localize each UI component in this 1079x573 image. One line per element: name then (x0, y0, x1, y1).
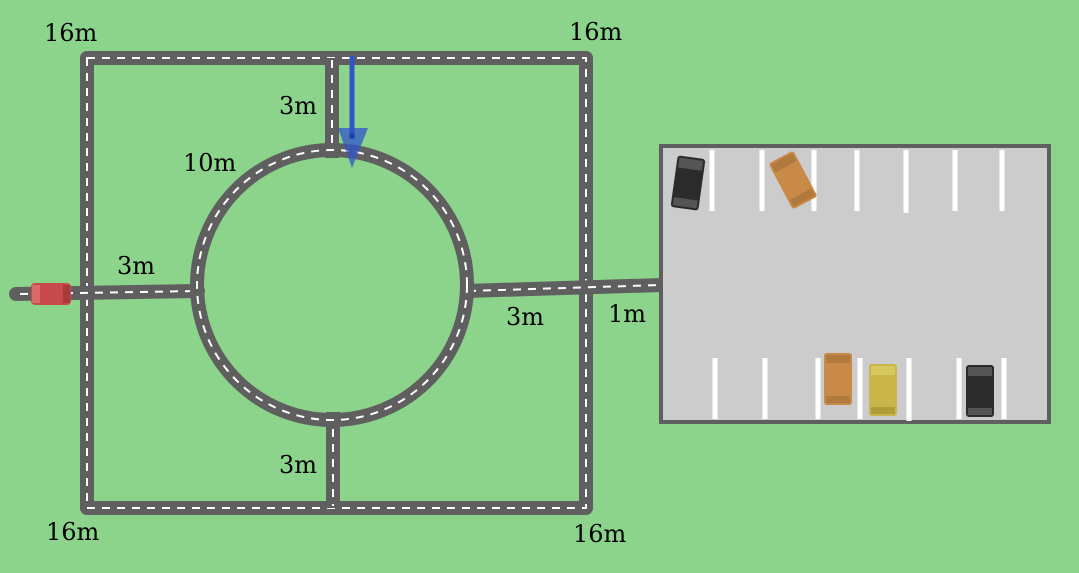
parking-lot (659, 144, 1051, 424)
roundabout-road (190, 143, 474, 427)
label-circle-10m: 10m (183, 149, 237, 177)
label-top-left-16m: 16m (44, 19, 98, 47)
label-lot-road-1m: 1m (608, 300, 646, 328)
parking-lines-bottom (712, 358, 1007, 421)
label-top-spoke-3m: 3m (279, 92, 317, 120)
parked-car-black-top (670, 155, 706, 211)
label-left-spoke-3m: 3m (117, 252, 155, 280)
parking-lines-top (709, 150, 1005, 213)
direction-arrow-down-icon (338, 56, 368, 168)
right-spoke-road (465, 278, 663, 298)
parked-car-orange-tilted (769, 151, 817, 209)
red-car-icon (31, 283, 71, 305)
label-right-spoke-3m: 3m (506, 303, 544, 331)
label-bottom-right-16m: 16m (573, 520, 627, 548)
parked-car-yellow-bottom (869, 364, 897, 416)
label-bottom-spoke-3m: 3m (279, 451, 317, 479)
label-top-right-16m: 16m (569, 18, 623, 46)
outer-square-road (80, 51, 593, 515)
parked-car-black-bottom (966, 365, 994, 417)
parked-car-orange-bottom (824, 353, 852, 405)
label-bottom-left-16m: 16m (46, 518, 100, 546)
